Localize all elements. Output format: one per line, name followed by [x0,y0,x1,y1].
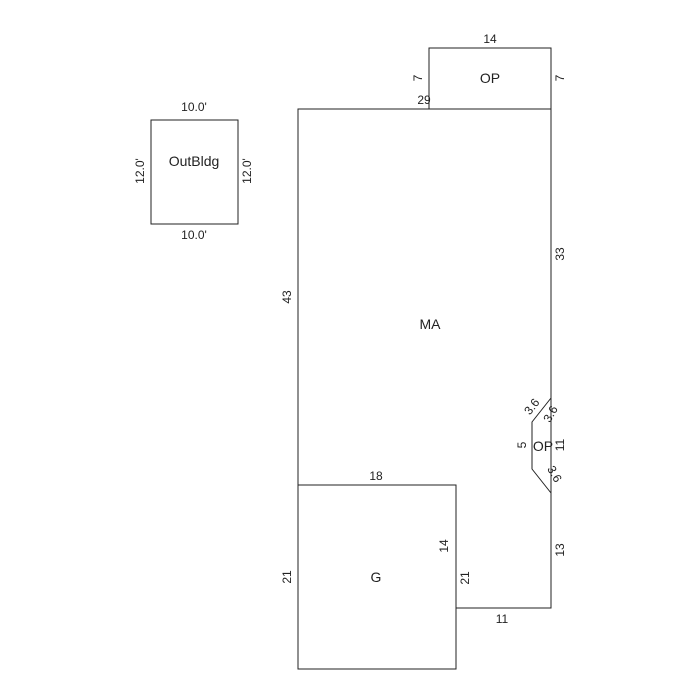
porch-top-label: OP [480,70,500,86]
outbuilding-top-dimension: 10.0' [181,100,207,114]
porch-side: OP 3.6 3.6 3.6 5 11 [515,395,567,495]
outbuilding-outline [150,119,239,225]
porch-side-label: OP [533,438,553,454]
porch-side-width-dimension: 11 [553,438,567,451]
main-area-top-dimension: 29 [417,93,431,107]
garage-right-inner-dimension: 14 [437,539,451,553]
outbuilding-label: OutBldg [169,153,220,169]
garage-outline [297,484,457,670]
porch-top-left-dimension: 7 [411,74,425,81]
garage-left-dimension: 21 [280,570,294,584]
porch-top-right-dimension: 7 [553,74,567,81]
main-area-outline [297,108,552,609]
outbuilding-right-dimension: 12.0' [240,158,254,184]
outbuilding-bottom-dimension: 10.0' [181,228,207,242]
outbuilding: OutBldg 10.0' 10.0' 12.0' 12.0' [133,100,254,242]
porch-side-edge-c-dimension: 3.6 [544,463,565,485]
porch-side-edge-a-dimension: 3.6 [521,395,543,417]
garage-label: G [371,569,382,585]
porch-side-edge-b-dimension: 3.6 [540,403,561,425]
porch-top-outline [428,47,552,109]
main-area-left-dimension: 43 [280,290,294,304]
garage-right-outer-dimension: 21 [458,571,472,585]
main-area-bottom-dimension: 11 [496,612,509,626]
main-area: MA 43 29 33 13 11 [280,93,567,626]
porch-side-outline [531,396,552,495]
garage: G 18 21 14 21 [280,469,472,670]
porch-top-top-dimension: 14 [483,32,497,46]
garage-top-dimension: 18 [369,469,383,483]
main-area-right-lower-dimension: 13 [553,543,567,557]
main-area-label: MA [420,316,442,332]
outbuilding-left-dimension: 12.0' [133,158,147,184]
main-area-right-upper-dimension: 33 [553,247,567,261]
porch-top: OP 14 7 7 [411,32,567,109]
porch-side-depth-dimension: 5 [515,441,529,448]
